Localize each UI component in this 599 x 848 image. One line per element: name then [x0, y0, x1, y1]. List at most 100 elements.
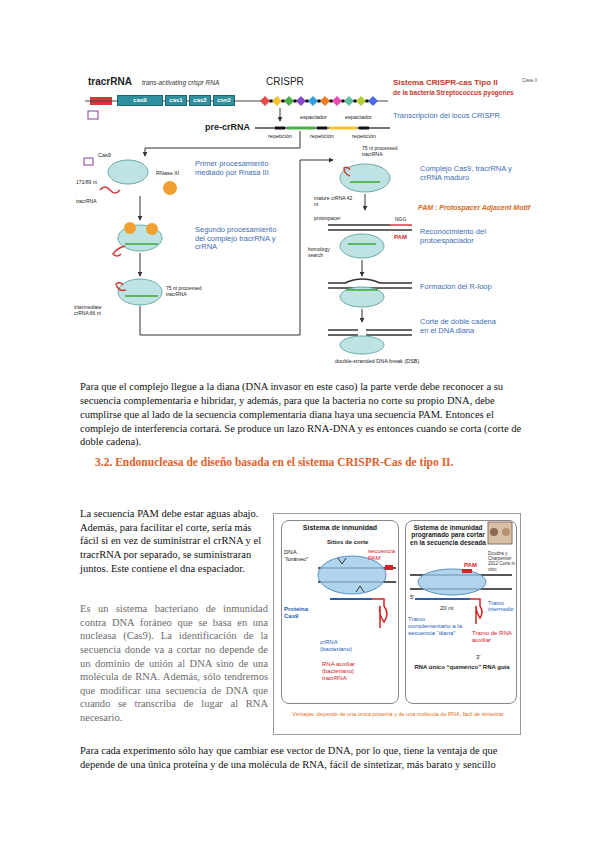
- cas9-complex: [340, 336, 384, 354]
- segment-label: repetición: [310, 133, 334, 139]
- part-label: PAM: [394, 234, 407, 241]
- figure-label: DNA “foráneo”: [284, 549, 314, 563]
- gene-label: CRISPR: [266, 76, 304, 88]
- figure-note: Clase II: [522, 78, 537, 83]
- repeat-segment: [317, 127, 327, 130]
- crrna-strand: [330, 598, 372, 600]
- gene-box: csn2: [213, 95, 235, 106]
- repeat-segment: [275, 127, 285, 130]
- cas9-complex: [340, 234, 384, 258]
- step-label: Corte de doble cadena en el DNA diana: [420, 318, 500, 335]
- rnase-iii: [163, 181, 177, 195]
- segment-label: repetición: [352, 133, 376, 139]
- gene-note: trans-activating crispr RNA: [142, 79, 219, 86]
- spacer-diamond: [320, 96, 330, 106]
- spacer-segment: [287, 127, 315, 130]
- panel-heading: Sistema de inmunidad: [282, 524, 398, 532]
- figure-label: Tramo de RNA auxiliar: [472, 630, 514, 644]
- figure-label: Tramo intermedio: [488, 600, 516, 613]
- panel-heading: Sistema de inmunidad programado para cor…: [408, 524, 488, 546]
- pam-site: [390, 224, 412, 226]
- step-label: Complejo Cas9, tracrRNA y crRNA maduro: [420, 165, 515, 182]
- step-arrow: [140, 196, 141, 220]
- segment-label: repetición: [268, 133, 292, 139]
- gene-label: tracrRNA: [88, 76, 132, 88]
- part-label: Cas9: [98, 152, 111, 158]
- repeat-segment: [359, 127, 369, 130]
- dna-strand: [366, 334, 412, 336]
- photo-face: [502, 528, 510, 536]
- tracrrna-hairpin: [116, 283, 126, 291]
- dna-strand: [328, 229, 390, 231]
- part-label: intermediate crRNA 66 nt: [74, 305, 114, 317]
- spacer-diamond: [368, 96, 378, 106]
- repeat-square: [270, 100, 273, 103]
- part-label: mature crRNA 42 nt: [314, 196, 356, 208]
- figure-label: 5': [410, 594, 414, 601]
- transcription-arrow: [280, 108, 281, 121]
- figure-label: Sitios de corte: [327, 539, 368, 546]
- tracrrna-hairpin: [372, 599, 387, 628]
- tracrrna-hairpin: [113, 246, 125, 256]
- segment-label: espaciador: [300, 114, 327, 120]
- cut-site: [338, 558, 346, 564]
- dna-strand: [328, 329, 358, 331]
- crrna-strand: [350, 181, 380, 183]
- section-heading: 3.2. Endonucleasa de diseño basada en el…: [95, 456, 453, 469]
- repeat-square: [342, 100, 345, 103]
- step-label: Primer procesamiento mediado por Rnasa I…: [195, 160, 283, 177]
- figure-label: crRNA (bacteriano): [320, 639, 360, 653]
- cas9-protein: [418, 569, 486, 595]
- figure-label: 20 nt: [440, 605, 453, 612]
- part-label: 75 nt processed tracrRNA: [362, 146, 414, 158]
- dna-strand: [328, 279, 412, 283]
- part-label: tracrRNA: [76, 199, 97, 205]
- caption-text: Ventajas: depende de una única proteína …: [279, 711, 517, 717]
- spacer-diamond: [260, 96, 270, 106]
- crrna-strand: [348, 243, 376, 245]
- promoter-icon: [84, 158, 93, 165]
- figure-title: Sistema CRISPR-cas Tipo II: [393, 78, 498, 87]
- figure-label: secuencia PAM: [368, 548, 396, 562]
- spacer-diamond: [272, 96, 282, 106]
- crrna-strand: [125, 295, 158, 297]
- pre-crrna-line: [255, 127, 390, 129]
- step-label: Transcripción del locus CRISPR: [393, 112, 500, 121]
- figure-label: 3': [476, 654, 480, 661]
- step-label: Segundo procesamiento del complejo tracr…: [195, 226, 283, 252]
- gene-box: cas9: [117, 95, 163, 106]
- part-label: double-stranded DNA break (DSB): [335, 358, 419, 364]
- part-label: protospacer: [314, 216, 340, 222]
- figure-label: RNA único “quimérico” RNA guía: [412, 664, 512, 671]
- spacer-diamond: [308, 96, 318, 106]
- cas9-protein: [318, 556, 386, 594]
- step-arrow: [140, 253, 141, 276]
- figure-frame: Ventajas: depende de una única proteína …: [273, 513, 521, 735]
- step-label: Reconocimiento del protoespaciador: [420, 228, 510, 245]
- part-label: 75 nt processed tracrRNA: [166, 286, 221, 298]
- promoter-icon: [88, 111, 98, 119]
- part-label: NGG: [395, 217, 406, 223]
- rnase-iii: [124, 222, 136, 234]
- cut-site: [356, 586, 364, 592]
- dna-strand: [328, 224, 390, 226]
- guide-hairpin: [470, 599, 482, 624]
- part-label: 171/89 nt: [76, 180, 97, 186]
- body-paragraph: Para que el complejo llegue a la diana (…: [80, 380, 525, 449]
- figure-label: Tramo complementario a la secuencia “dia…: [408, 616, 464, 637]
- gene-name: cas2: [193, 97, 206, 104]
- spacer-diamond: [284, 96, 294, 106]
- body-paragraph: Es un sistema bacteriano de inmunidad co…: [80, 602, 268, 725]
- repeat-square: [318, 100, 321, 103]
- part-label: RNase III: [156, 170, 179, 176]
- repeat-square: [354, 100, 357, 103]
- spacer-segment: [329, 127, 357, 130]
- gene-box: cas2: [189, 95, 211, 106]
- tracrrna-strand: [100, 187, 120, 193]
- r-loop: [346, 289, 378, 291]
- repeat-square: [306, 100, 309, 103]
- rnase-iii: [146, 223, 158, 235]
- step-arrow: [362, 309, 363, 322]
- figure-label: PAM: [464, 562, 477, 569]
- figure-label: Doudna y Charpentier 2012 Corte in vitro: [488, 551, 516, 572]
